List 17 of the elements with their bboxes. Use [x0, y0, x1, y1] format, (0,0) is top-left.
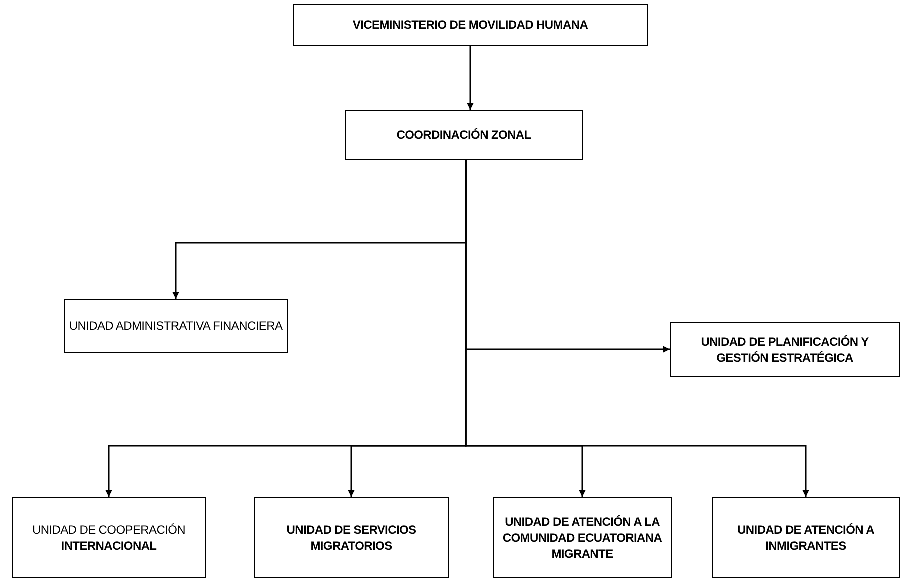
unit-box	[254, 497, 449, 578]
arrow	[467, 46, 474, 110]
unit-box	[12, 497, 206, 578]
unit-box	[64, 299, 288, 353]
unit-box	[293, 4, 648, 46]
unit-box	[712, 497, 900, 578]
unit-name: UNIDAD ADMINISTRATIVA FINANCIERA	[69, 318, 283, 334]
unit-name: UNIDAD DE ATENCIÓN A LA COMUNIDAD ECUATORIANA MIGRANTE	[502, 514, 664, 562]
unit-name: UNIDAD DE ATENCIÓN A INMIGRANTES	[736, 522, 876, 554]
unit-name: UNIDAD DE SERVICIOS MIGRATORIOS	[286, 522, 418, 554]
unit-box	[670, 322, 900, 377]
unit-box	[493, 497, 672, 578]
unit-name: COORDINACIÓN ZONAL	[396, 127, 532, 143]
unit-name: UNIDAD DE COOPERACIÓN INTERNACIONAL	[31, 522, 187, 554]
unit-box	[345, 110, 583, 160]
unit-name: VICEMINISTERIO DE MOVILIDAD HUMANA	[352, 17, 588, 33]
unit-name: UNIDAD DE PLANIFICACIÓN Y GESTIÓN ESTRATÉGICA	[700, 334, 870, 366]
